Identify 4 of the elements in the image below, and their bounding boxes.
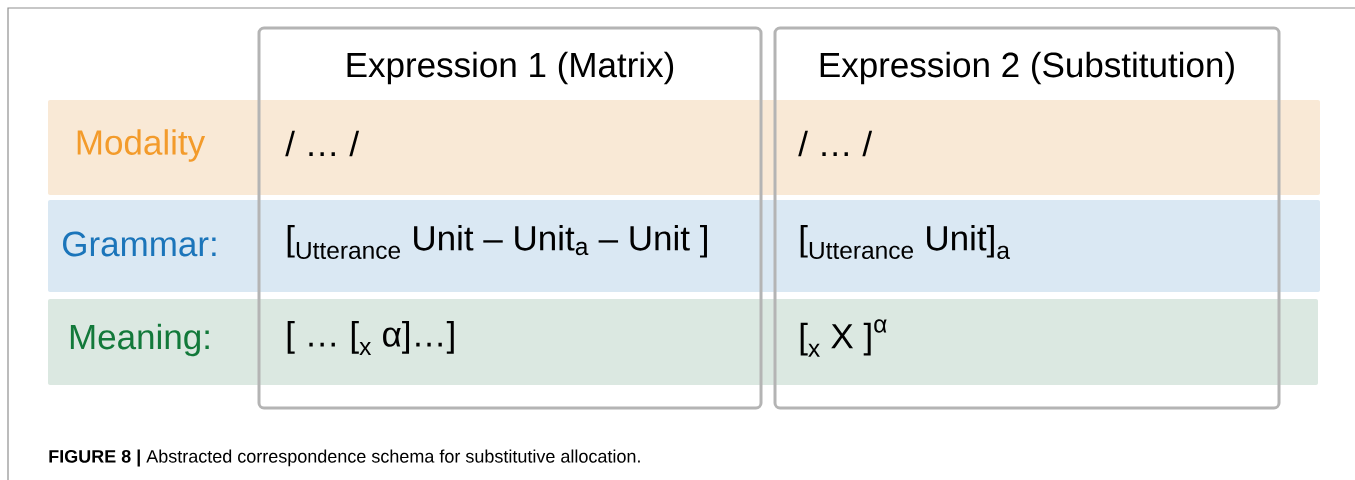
caption: FIGURE 8 | Abstracted correspondence schema for substitutive allocation. [49, 449, 640, 467]
row-band: Meaning: $\text{[ … [}_{\text{x}}\text{ α]…]}$ $\text{[}_{\text{x}}\text{ X ]}^{\text{α}}$ [48, 299, 1318, 385]
row-band: Grammar: $\text{[}_{\text{Utterance}}\text{ Unit – Unit}_{\text{a}}\text{ – Unit ]}$ $\text{[}_{\text{Utterance}}\text{ Unit]}_{\text{a}}$ [48, 200, 1320, 292]
row-band: Modality / … / / … / [48, 100, 1320, 195]
